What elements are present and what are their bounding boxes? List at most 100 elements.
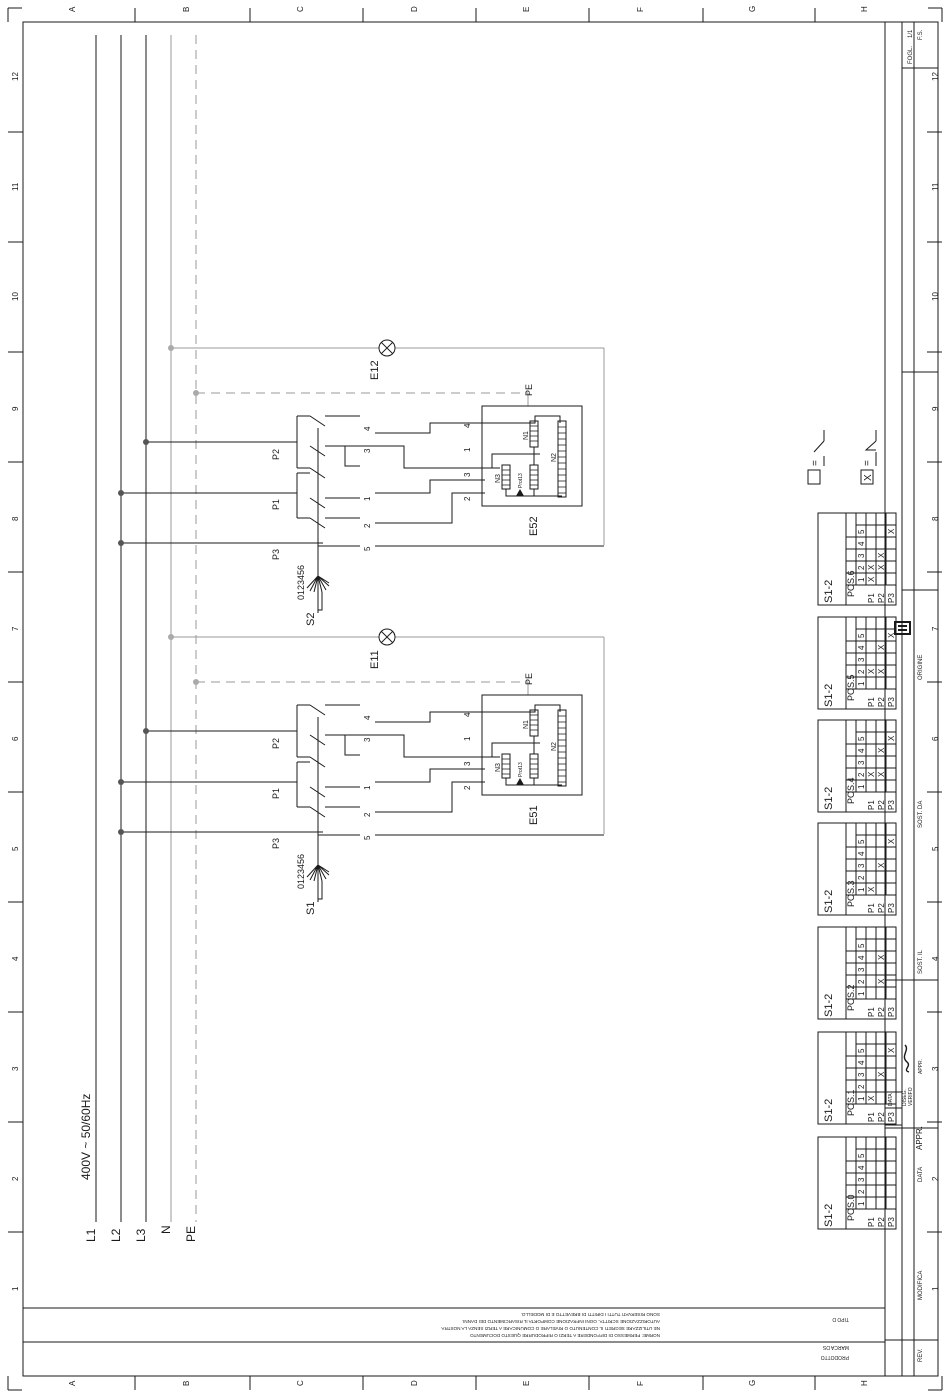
terminal-2: 2 [463, 496, 472, 501]
table-col-header: 2 [857, 875, 866, 880]
label-data-2: DATA [918, 1167, 924, 1182]
table-row-header: P3 [887, 800, 896, 810]
contact-2: 2 [363, 523, 372, 528]
resistor-n1: N1 [523, 720, 530, 729]
column-label-bottom: F [636, 1381, 645, 1386]
title-block: FOGL. 1/1 F.S. ORIGINE SOST. DA SOST. IL… [23, 22, 938, 1376]
column-label-top: E [522, 7, 531, 12]
row-label-right: 6 [931, 736, 940, 741]
table-position: POS.6 [846, 570, 856, 597]
table-col-header: 5 [857, 1048, 866, 1053]
label-sost-da: SOST. DA [918, 801, 924, 828]
column-label-bottom: B [182, 1381, 191, 1386]
row-label-left: 9 [11, 406, 20, 411]
table-col-header: 2 [857, 1189, 866, 1194]
contact-5: 5 [363, 835, 372, 840]
table-cell-mark: X [877, 747, 886, 753]
table-row-header: P2 [877, 800, 886, 810]
row-label-left: 2 [11, 1176, 20, 1181]
table-col-header: 4 [857, 955, 866, 960]
row-label-right: 10 [931, 292, 940, 301]
column-label-top: G [748, 6, 757, 12]
table-cell-mark: X [877, 771, 886, 777]
column-label-bottom: G [748, 1380, 757, 1386]
element-label: E51 [528, 805, 540, 825]
contact-1: 1 [363, 496, 372, 501]
row-label-left: 11 [11, 182, 20, 191]
conductor-label-l2: L2 [109, 1228, 123, 1242]
table-row-header: P2 [877, 1112, 886, 1122]
signature-mark [903, 1044, 910, 1073]
table-row-header: P1 [867, 1112, 876, 1122]
table-row-header: P3 [887, 1112, 896, 1122]
table-row-header: P3 [887, 903, 896, 913]
lamp-label: E11 [369, 650, 381, 669]
terminal-3: 3 [463, 761, 472, 766]
notice-line-4: SONO RISERVATI TUTTI I DIRITTI DI BREVET… [521, 1312, 660, 1317]
conductor-label-n: N [159, 1225, 173, 1234]
label-data-1: DATA [888, 1093, 894, 1106]
contact-3: 3 [363, 448, 372, 453]
table-col-header: 3 [857, 553, 866, 558]
table-cell-mark: X [877, 644, 886, 650]
legend-open-equals: = [810, 460, 821, 466]
label-appr-2: APPR. [915, 1126, 924, 1150]
pe-label: PE [524, 384, 534, 396]
pole-label-p3: P3 [271, 549, 281, 560]
column-label-bottom: H [860, 1380, 869, 1386]
row-label-left: 8 [11, 516, 20, 521]
label-verifo: VERIFO [908, 1087, 914, 1106]
legend-closed-mark: X [863, 474, 874, 481]
terminal-3: 3 [463, 472, 472, 477]
notice-line-3: AUTORIZZAZIONE SCRITTA. OGNI INFRAZIONE … [462, 1319, 660, 1324]
circuit-s1: E11 PE E51 S1 P2 P1 P3 0123456 4 3 1 2 5… [117, 628, 605, 915]
table-row-header: P3 [887, 593, 896, 603]
table-position: POS.4 [846, 777, 856, 804]
table-cell-mark: X [867, 1095, 876, 1101]
terminal-1: 1 [463, 447, 472, 452]
resistor-n1: N1 [523, 431, 530, 440]
contact-4: 4 [363, 715, 372, 720]
label-tipo: TIPO D [832, 1316, 849, 1322]
label-modifica: MODIFICA [918, 1271, 924, 1300]
label-page: 1/1 [908, 29, 914, 38]
resistor-n3: N3 [495, 763, 502, 772]
row-label-left: 10 [11, 292, 20, 301]
table-row-header: P2 [877, 593, 886, 603]
table-col-header: 1 [857, 577, 866, 582]
table-col-header: 2 [857, 669, 866, 674]
table-title: S1-2 [823, 1204, 835, 1227]
table-col-header: 2 [857, 565, 866, 570]
contact-legend: = X = [807, 430, 877, 485]
supply-bus: 400V ~ 50/60Hz L1 L2 L3 N PE [79, 35, 198, 1242]
contact-4: 4 [363, 426, 372, 431]
table-cell-mark: X [877, 564, 886, 570]
column-label-bottom: C [296, 1380, 305, 1386]
row-label-right: 11 [931, 182, 940, 191]
row-label-right: 4 [931, 956, 940, 961]
terminal-4: 4 [463, 712, 472, 717]
table-col-header: 2 [857, 979, 866, 984]
table-col-header: 4 [857, 1060, 866, 1065]
table-cell-mark: X [877, 862, 886, 868]
table-col-header: 2 [857, 772, 866, 777]
table-cell-mark: X [867, 886, 876, 892]
row-label-left: 5 [11, 846, 20, 851]
column-label-top: C [296, 6, 305, 12]
notice-line-2: NE UTILIZZARE SEGRETI IL CONTENUTO O RIV… [440, 1326, 660, 1331]
table-cell-mark: X [877, 1071, 886, 1077]
column-label-top: B [182, 7, 191, 12]
column-label-bottom: E [522, 1381, 531, 1386]
terminal-2: 2 [463, 785, 472, 790]
table-row-header: P2 [877, 903, 886, 913]
table-cell-mark: X [887, 838, 896, 844]
label-fogl: FOGL. [908, 46, 914, 64]
pole-label-p2: P2 [271, 738, 281, 749]
table-row-header: P1 [867, 1007, 876, 1017]
row-label-left: 4 [11, 956, 20, 961]
table-cell-mark: X [877, 978, 886, 984]
table-cell-mark: X [867, 771, 876, 777]
column-label-top: F [636, 7, 645, 12]
pole-label-p3: P3 [271, 838, 281, 849]
